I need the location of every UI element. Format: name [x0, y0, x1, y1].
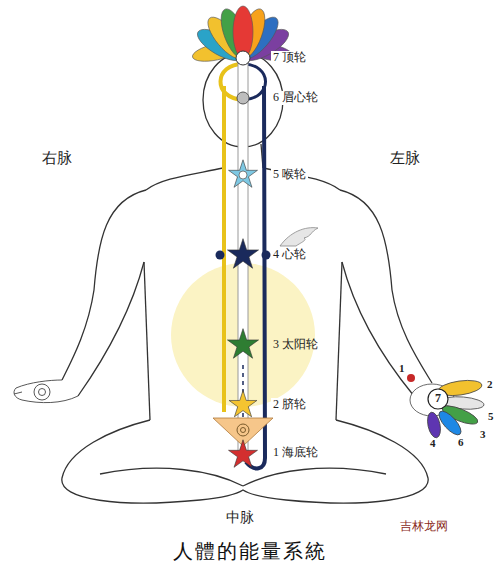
chakra-star	[229, 160, 258, 188]
chakra-label: 5 喉轮	[271, 168, 308, 182]
chakra-star	[239, 171, 247, 179]
channel-label: 左脉	[388, 150, 422, 167]
left-hand	[34, 384, 50, 400]
left-hand	[14, 380, 78, 403]
left-hand	[14, 392, 22, 394]
body-outline	[263, 168, 340, 190]
right-hand	[407, 374, 415, 382]
upper-chakras	[236, 51, 250, 104]
finger-number: 2	[485, 378, 495, 391]
right-hand	[425, 411, 442, 439]
chakra-label: 7 顶轮	[271, 51, 308, 65]
finger-number: 4	[428, 437, 438, 450]
body-outline	[146, 168, 223, 190]
watermark: 吉林龙网	[398, 520, 450, 534]
finger-number: 5	[486, 410, 496, 423]
heart-marks	[262, 251, 271, 260]
chakra-label: 1 海底轮	[271, 446, 320, 460]
chakra-star	[229, 440, 258, 468]
upper-chakras	[236, 51, 250, 65]
body-outline	[342, 262, 414, 396]
heart-marks	[280, 228, 318, 246]
energy-channels	[222, 86, 226, 412]
base-triangle	[237, 424, 249, 436]
channel-label: 中脉	[224, 510, 256, 526]
diagram-title: 人體的能量系統	[171, 540, 329, 563]
chakra-label: 6 眉心轮	[271, 91, 320, 105]
finger-number: 3	[478, 428, 488, 441]
body-outline	[144, 262, 150, 420]
left-hand	[14, 380, 78, 403]
chakra-star	[227, 329, 258, 359]
finger-number: 1	[397, 362, 407, 375]
chakra-star	[227, 329, 258, 359]
chakra-label: 3 太阳轮	[271, 338, 320, 352]
channel-label: 右脉	[40, 150, 74, 167]
body-outline	[62, 190, 146, 380]
energy-channels	[220, 62, 265, 468]
heart-marks	[216, 251, 225, 260]
body-outline	[340, 190, 432, 383]
chakra-star	[227, 239, 258, 269]
palm-number: 7	[433, 392, 443, 406]
chakra-stars	[227, 160, 258, 468]
base-triangle	[241, 428, 246, 433]
body-outline	[78, 262, 144, 396]
right-hand	[407, 374, 484, 439]
body-outline	[336, 262, 342, 420]
body-outline	[243, 468, 386, 486]
body-outline	[62, 53, 432, 503]
chakra-star	[227, 239, 258, 269]
chakra-star	[229, 390, 257, 416]
right-hand	[428, 389, 448, 409]
chakra-label: 4 心轮	[271, 248, 308, 262]
body-outline	[100, 468, 243, 486]
finger-number: 6	[456, 436, 466, 449]
left-hand	[39, 389, 46, 396]
chakra-star	[229, 160, 258, 188]
lotus	[233, 6, 253, 58]
upper-chakras	[237, 92, 249, 104]
chakra-label: 2 脐轮	[271, 398, 308, 412]
chakra-star	[229, 440, 258, 468]
chakra-star	[229, 390, 257, 416]
